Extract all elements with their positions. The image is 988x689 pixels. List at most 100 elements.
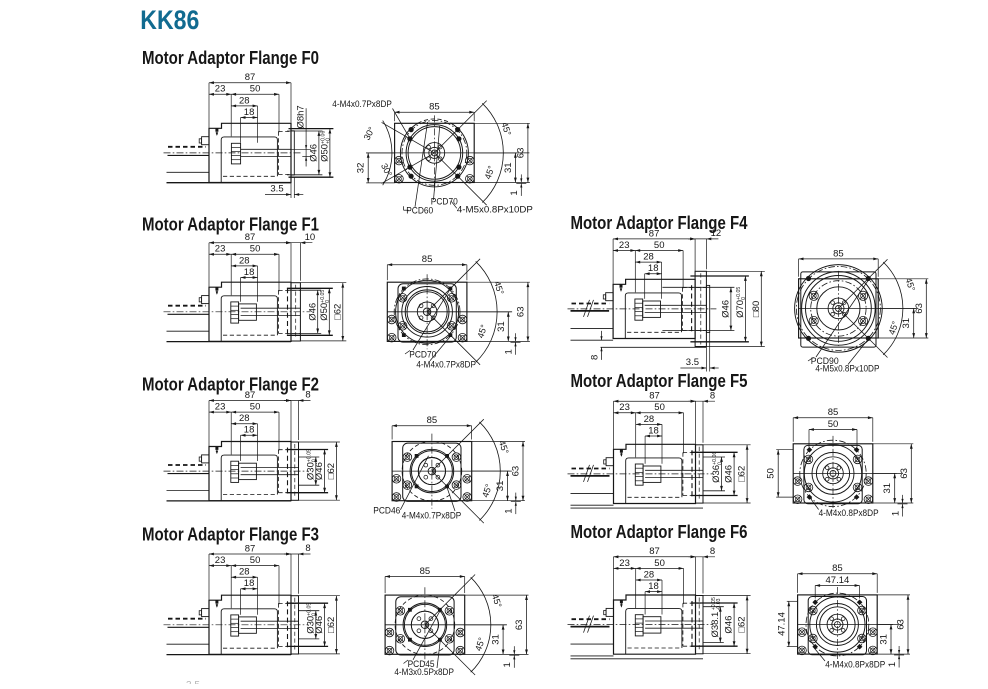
svg-text:50: 50 [828, 419, 839, 430]
svg-text:87: 87 [649, 546, 660, 557]
svg-text:50: 50 [654, 402, 665, 413]
svg-text:85: 85 [832, 563, 843, 574]
svg-text:4-M5x0.8Px10DP: 4-M5x0.8Px10DP [815, 364, 879, 375]
svg-text:0: 0 [312, 459, 318, 462]
svg-text:85: 85 [427, 415, 438, 426]
svg-text:50: 50 [250, 84, 261, 95]
svg-text:Motor Adaptor Flange F5: Motor Adaptor Flange F5 [571, 370, 748, 391]
svg-text:Ø46: Ø46 [309, 144, 320, 162]
svg-text:28: 28 [644, 414, 655, 425]
svg-text:50: 50 [250, 244, 261, 255]
svg-text:□80: □80 [751, 301, 762, 317]
svg-text:32: 32 [356, 163, 367, 174]
svg-text:63: 63 [914, 303, 925, 314]
svg-text:85: 85 [833, 248, 844, 259]
svg-text:PCD90: PCD90 [811, 356, 839, 367]
svg-text:Ø50: Ø50 [319, 303, 330, 321]
svg-text:63: 63 [514, 620, 525, 631]
svg-text:Ø30: Ø30 [305, 462, 316, 480]
svg-text:3.5: 3.5 [270, 184, 283, 195]
svg-text:45°: 45° [475, 323, 489, 339]
svg-text:□62: □62 [332, 304, 343, 320]
svg-text:23: 23 [215, 555, 226, 566]
svg-text:28: 28 [239, 567, 250, 578]
svg-text:31: 31 [882, 483, 893, 494]
svg-text:23: 23 [215, 402, 226, 413]
svg-text:10: 10 [305, 232, 316, 243]
svg-text:87: 87 [245, 72, 256, 83]
svg-text:Motor Adaptor Flange F4: Motor Adaptor Flange F4 [571, 212, 749, 233]
svg-text:50: 50 [654, 240, 665, 251]
svg-text:8: 8 [710, 546, 715, 557]
svg-text:0: 0 [717, 462, 723, 465]
svg-text:85: 85 [429, 102, 440, 113]
svg-text:12: 12 [711, 228, 722, 239]
svg-text:+0.05: +0.05 [306, 603, 312, 616]
svg-text:23: 23 [215, 244, 226, 255]
svg-text:18: 18 [648, 581, 659, 592]
svg-text:Ø46: Ø46 [724, 465, 735, 483]
svg-text:Ø36: Ø36 [711, 465, 722, 483]
svg-text:4-M5x0.8Px10DP: 4-M5x0.8Px10DP [457, 204, 533, 215]
svg-text:Motor Adaptor Flange F2: Motor Adaptor Flange F2 [142, 373, 319, 394]
svg-text:Ø46: Ø46 [721, 300, 732, 318]
svg-text:63: 63 [515, 148, 526, 159]
svg-text:1: 1 [890, 511, 901, 516]
svg-text:31: 31 [491, 634, 502, 645]
svg-text:31: 31 [495, 481, 506, 492]
svg-text:Ø46: Ø46 [314, 462, 325, 480]
svg-text:87: 87 [649, 228, 660, 239]
svg-text:1: 1 [887, 662, 898, 667]
svg-text:87: 87 [245, 390, 256, 401]
svg-text:31: 31 [879, 634, 890, 645]
svg-text:18: 18 [244, 425, 255, 436]
svg-text:+0.05: +0.05 [736, 287, 742, 300]
svg-text:□62: □62 [737, 466, 748, 482]
svg-text:+0.05: +0.05 [711, 597, 717, 610]
svg-text:31: 31 [503, 162, 514, 173]
svg-text:Motor Adaptor Flange F3: Motor Adaptor Flange F3 [142, 523, 319, 544]
svg-text:1: 1 [504, 508, 515, 513]
svg-text:18: 18 [648, 425, 659, 436]
svg-text:45°: 45° [483, 164, 497, 180]
svg-text:45°: 45° [497, 439, 511, 455]
svg-text:28: 28 [643, 252, 654, 263]
svg-text:PCD70: PCD70 [409, 350, 436, 361]
svg-text:47.14: 47.14 [776, 612, 787, 636]
svg-text:50: 50 [766, 468, 777, 479]
svg-text:28: 28 [644, 569, 655, 580]
svg-text:-0.03: -0.03 [716, 598, 722, 610]
svg-text:KK86: KK86 [140, 5, 199, 35]
svg-text:3.5: 3.5 [686, 357, 699, 368]
svg-text:Ø50: Ø50 [320, 144, 331, 162]
svg-text:87: 87 [649, 391, 660, 402]
svg-text:18: 18 [244, 578, 255, 589]
svg-text:0: 0 [325, 300, 331, 303]
svg-text:45°: 45° [887, 320, 901, 336]
svg-text:Ø8h7: Ø8h7 [296, 105, 307, 128]
svg-text:18: 18 [648, 263, 659, 274]
svg-text:+0.05: +0.05 [320, 290, 326, 303]
svg-text:0: 0 [741, 297, 747, 300]
svg-text:45°: 45° [499, 121, 513, 137]
svg-text:50: 50 [654, 558, 665, 569]
svg-text:85: 85 [422, 254, 433, 265]
svg-text:Ø70: Ø70 [735, 300, 746, 318]
svg-text:45°: 45° [490, 593, 504, 609]
svg-text:Motor Adaptor Flange F6: Motor Adaptor Flange F6 [571, 521, 748, 542]
svg-text:45°: 45° [480, 482, 494, 498]
svg-text:8: 8 [590, 355, 601, 360]
svg-text:1: 1 [509, 190, 520, 195]
svg-text:31: 31 [496, 321, 507, 332]
svg-text:87: 87 [245, 543, 256, 554]
svg-text:4-M4x0.7Px8DP: 4-M4x0.7Px8DP [332, 99, 392, 110]
svg-text:4-M4x0.8Px8DP: 4-M4x0.8Px8DP [819, 508, 879, 519]
svg-text:85: 85 [828, 407, 839, 418]
svg-text:45°: 45° [473, 636, 487, 652]
svg-text:4-M3x0.5Px8DP: 4-M3x0.5Px8DP [394, 667, 454, 678]
svg-text:47.14: 47.14 [826, 575, 850, 586]
svg-text:□62: □62 [326, 617, 337, 633]
svg-text:□62: □62 [737, 616, 748, 632]
svg-text:23: 23 [619, 240, 630, 251]
svg-text:Ø46: Ø46 [724, 616, 735, 634]
